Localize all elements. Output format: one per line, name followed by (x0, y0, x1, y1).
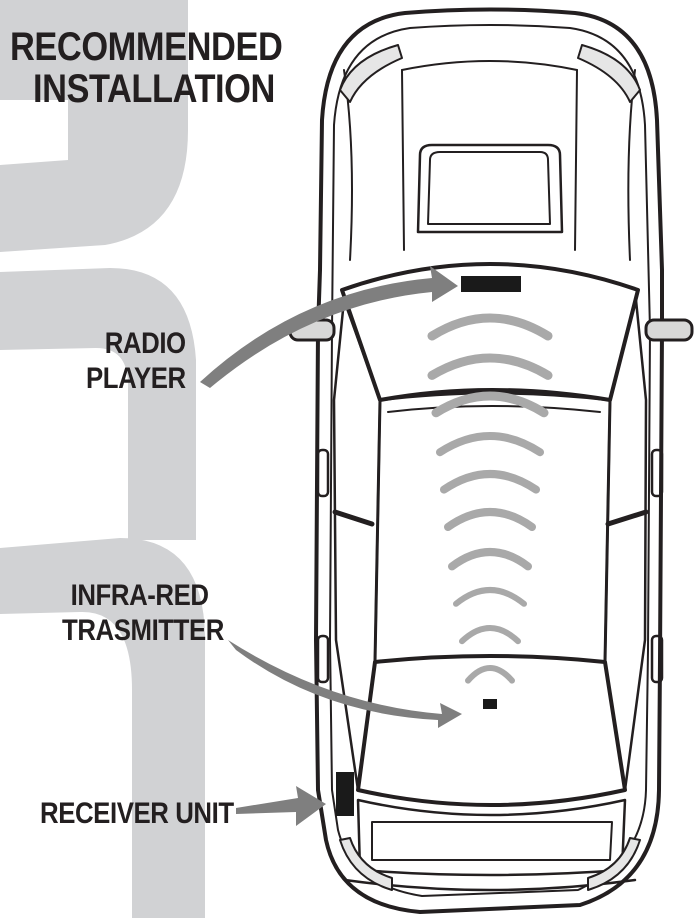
signal-wave (459, 625, 521, 645)
headlight-left (339, 44, 403, 103)
door-handle-right-front (650, 448, 664, 498)
signal-wave (440, 470, 540, 494)
b-pillar-left (332, 509, 375, 527)
side-glass-right (603, 298, 648, 792)
infrared-label-line-2: TRASMITTER (62, 614, 224, 648)
signal-wave (431, 391, 549, 418)
signal-wave (427, 353, 553, 380)
diagram-title: RECOMMENDED INSTALLATION (10, 25, 283, 111)
trunk (356, 798, 627, 877)
transmitter-arrow (228, 640, 462, 728)
tail-light-left (339, 837, 393, 891)
side-glass-left (332, 298, 382, 792)
title-line-2: INSTALLATION (32, 67, 275, 111)
infrared-transmitter-unit (483, 699, 497, 709)
hood-line-right (574, 69, 578, 251)
arrows (200, 266, 462, 826)
signal-wave (465, 665, 515, 684)
b-pillar-right (605, 509, 649, 527)
signal-waves (427, 313, 553, 684)
infrared-transmitter-label: INFRA-RED TRASMITTER (62, 578, 224, 649)
signal-wave (436, 432, 544, 457)
hood-intake (416, 143, 564, 234)
door-handle-right-rear (650, 634, 664, 684)
title-line-1: RECOMMENDED (10, 25, 283, 69)
headlight-right (577, 44, 641, 103)
door-handle-left-rear (316, 634, 330, 684)
radio-arrow (200, 266, 458, 388)
signal-wave (427, 313, 553, 341)
radio-player-label: RADIO PLAYER (86, 326, 186, 397)
radio-player-label-line-2: PLAYER (86, 362, 186, 396)
rear-window (356, 654, 627, 807)
radio-player-unit (461, 276, 521, 292)
receiver-arrow (236, 786, 326, 826)
signal-wave (444, 508, 536, 531)
infrared-label-line-1: INFRA-RED (70, 579, 209, 612)
hood-line-left (401, 69, 405, 251)
door-handle-left-front (316, 448, 330, 498)
front-edge (401, 60, 578, 71)
windshield (340, 262, 640, 402)
tail-light-right (587, 837, 641, 891)
signal-wave (448, 548, 532, 571)
mirror-right (644, 318, 694, 342)
radio-player-label-line-1: RADIO (104, 327, 186, 360)
receiver-unit-label: RECEIVER UNIT (40, 797, 234, 830)
car-body-outer (314, 7, 664, 914)
signal-wave (453, 587, 527, 607)
receiver-unit-device (336, 772, 354, 816)
background-watermark (0, 0, 205, 918)
